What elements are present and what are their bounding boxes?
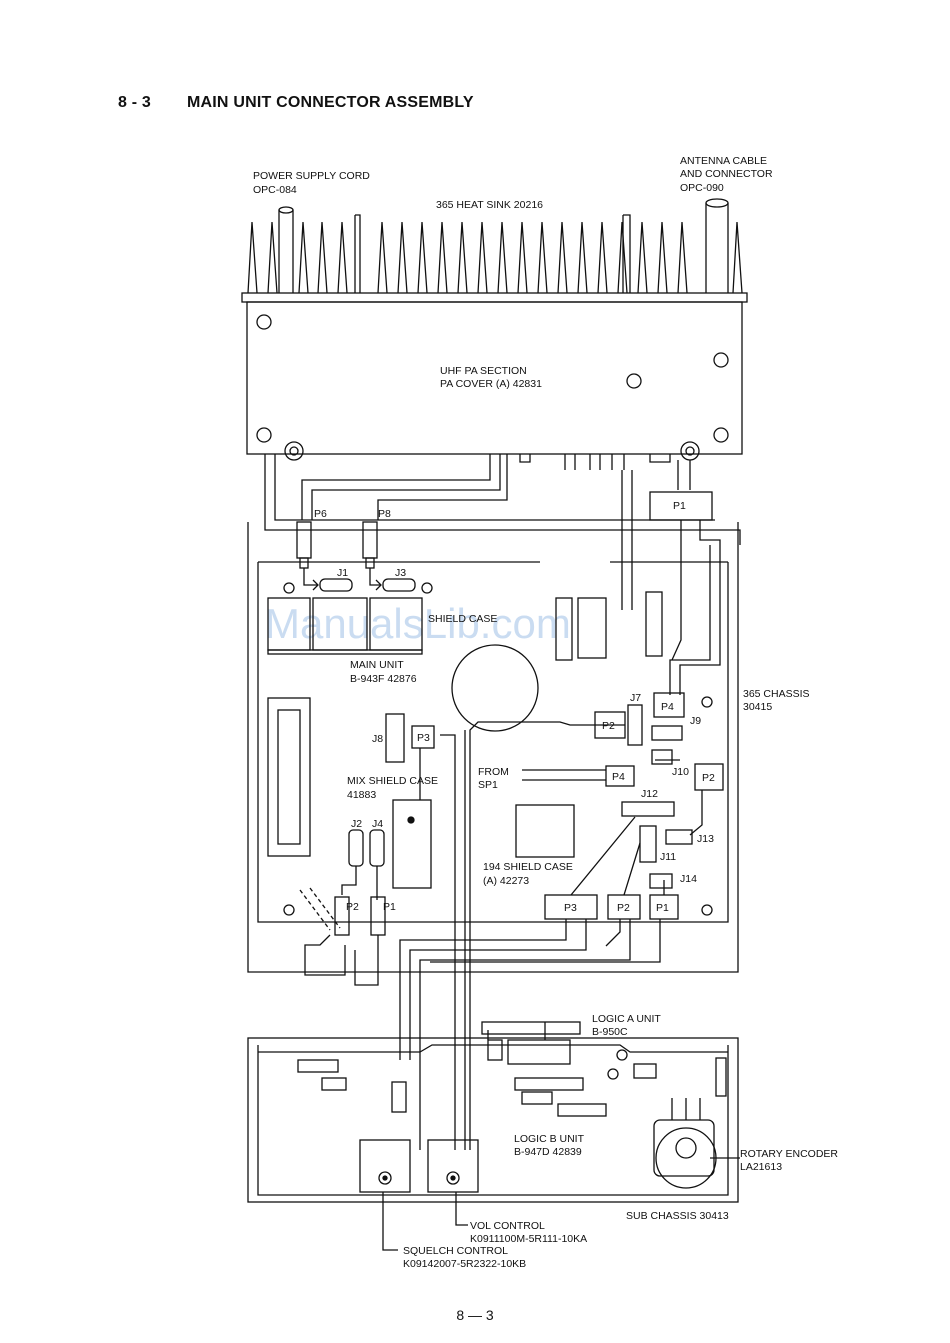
section-title: MAIN UNIT CONNECTOR ASSEMBLY (187, 94, 474, 111)
connector-p1-bottom: P1 (656, 902, 669, 914)
connector-j9: J9 (690, 715, 701, 727)
label-from: FROM (478, 766, 509, 778)
pa-cables (264, 454, 741, 695)
label-squelch: SQUELCH CONTROL (403, 1245, 508, 1257)
label-main-unit-part: B-943F 42876 (350, 673, 417, 685)
label-shield-194-part: (A) 42273 (483, 875, 529, 887)
connector-j2: J2 (351, 818, 362, 830)
section-number: 8 - 3 (118, 94, 152, 111)
label-antenna-part: OPC-090 (680, 182, 724, 194)
rf-plugs (283, 521, 433, 594)
connector-p2-right: P2 (602, 720, 615, 732)
pa-section (246, 301, 743, 470)
connector-p2-left: P2 (346, 901, 359, 913)
connector-j11: J11 (660, 851, 676, 863)
main-chassis (247, 522, 739, 1150)
connector-p4-top: P4 (661, 701, 674, 713)
connector-p1-top: P1 (673, 500, 686, 512)
page-number: 8 — 3 (456, 1307, 494, 1323)
connector-j8: J8 (372, 733, 383, 745)
label-shield-194: 194 SHIELD CASE (483, 861, 573, 873)
label-antenna-2: AND CONNECTOR (680, 168, 773, 180)
label-antenna-1: ANTENNA CABLE (680, 155, 767, 167)
label-mix-shield-part: 41883 (347, 789, 376, 801)
heat-sink (241, 198, 748, 303)
connector-j13: J13 (697, 833, 714, 845)
label-sp1: SP1 (478, 779, 498, 791)
label-mix-shield: MIX SHIELD CASE (347, 775, 438, 787)
connector-p3-main: P3 (417, 732, 430, 744)
label-squelch-part: K09142007-5R2322-10KB (403, 1258, 526, 1270)
connector-j14: J14 (680, 873, 697, 885)
label-rotary: ROTARY ENCODER (740, 1148, 838, 1160)
connector-j4: J4 (372, 818, 383, 830)
label-logic-a: LOGIC A UNIT (592, 1013, 661, 1025)
connector-j12: J12 (641, 788, 658, 800)
label-heat-sink: 365 HEAT SINK 20216 (436, 199, 543, 211)
label-power-cord: POWER SUPPLY CORD (253, 170, 370, 182)
connector-p3-bottom: P3 (564, 902, 577, 914)
connector-p2-far: P2 (702, 772, 715, 784)
label-logic-a-part: B-950C (592, 1026, 628, 1038)
connector-j3: J3 (395, 567, 406, 579)
label-logic-b: LOGIC B UNIT (514, 1133, 585, 1145)
label-chassis: 365 CHASSIS (743, 688, 810, 700)
label-vol: VOL CONTROL (470, 1220, 545, 1232)
connector-j7: J7 (630, 692, 641, 704)
watermark: ManualsLib.com (265, 600, 571, 647)
label-vol-part: K0911100M-5R111-10KA (470, 1233, 587, 1245)
sub-chassis (247, 1021, 740, 1251)
label-sub-chassis: SUB CHASSIS 30413 (626, 1210, 729, 1222)
label-rotary-part: LA21613 (740, 1161, 782, 1173)
label-pa-section: UHF PA SECTION (440, 365, 527, 377)
connector-p2-bottom: P2 (617, 902, 630, 914)
label-power-cord-part: OPC-084 (253, 184, 297, 196)
connector-p4-sp: P4 (612, 771, 625, 783)
label-pa-cover: PA COVER (A) 42831 (440, 378, 542, 390)
connector-p8: P8 (378, 508, 391, 520)
connector-j10: J10 (672, 766, 689, 778)
label-main-unit: MAIN UNIT (350, 659, 404, 671)
connector-j1: J1 (337, 567, 348, 579)
connector-p6: P6 (314, 508, 327, 520)
label-logic-b-part: B-947D 42839 (514, 1146, 582, 1158)
connector-p1-left: P1 (383, 901, 396, 913)
label-chassis-part: 30415 (743, 701, 772, 713)
label-shield-case: SHIELD CASE (428, 613, 497, 625)
